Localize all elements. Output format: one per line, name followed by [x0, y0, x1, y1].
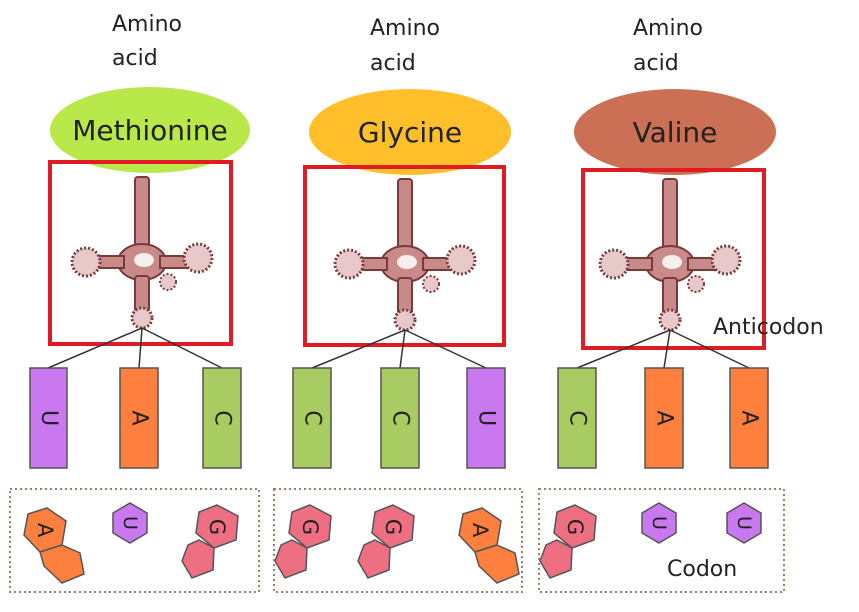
- amino-acid-name: Methionine: [72, 114, 228, 147]
- codon-base: G: [357, 504, 415, 579]
- svg-text:U: U: [474, 410, 499, 426]
- anticodon-base: A: [119, 367, 159, 469]
- amino-label-line1: Amino: [112, 12, 182, 37]
- trna-structure-3: [598, 177, 742, 332]
- svg-text:A: A: [33, 523, 57, 538]
- methionine-ellipse: [50, 87, 250, 173]
- codon-base: A: [23, 507, 85, 584]
- anticodon-base: A: [644, 367, 684, 469]
- amino-acid-name: Valine: [633, 116, 718, 149]
- svg-text:G: G: [563, 519, 587, 535]
- anticodon-base: A: [729, 367, 769, 469]
- codon-base: U: [641, 502, 677, 544]
- valine-ellipse: [574, 89, 776, 175]
- amino-acid-methionine: Methionine: [50, 87, 250, 173]
- anticodon-base: C: [292, 367, 332, 469]
- anticodon-base: U: [29, 367, 68, 469]
- codon-label: Codon: [667, 557, 737, 582]
- codon-base: G: [539, 504, 597, 579]
- codon-box-3: [538, 488, 785, 593]
- amino-acid-header-1: Amino acid: [112, 12, 182, 71]
- amino-acid-header-2: Amino acid: [370, 16, 440, 76]
- trna-structure-2: [333, 177, 477, 332]
- trna-structure-1: [70, 175, 214, 330]
- codon-base: U: [726, 502, 762, 544]
- svg-text:A: A: [127, 410, 152, 425]
- amino-label-line2: acid: [370, 51, 416, 76]
- amino-label-line1: Amino: [370, 16, 440, 41]
- svg-text:U: U: [36, 410, 61, 426]
- amino-label-line1: Amino: [633, 16, 703, 41]
- codon-base: G: [181, 504, 239, 579]
- anticodon-base: C: [202, 367, 242, 469]
- amino-acid-glycine: Glycine: [309, 89, 511, 175]
- svg-text:G: G: [205, 519, 229, 535]
- svg-text:U: U: [733, 516, 755, 530]
- anticodon-base: C: [557, 367, 597, 469]
- codon-base: U: [112, 502, 148, 544]
- amino-acid-valine: Valine: [574, 89, 776, 175]
- anticodon-bases: U A C C C U C A: [29, 367, 769, 469]
- anticodon-label: Anticodon: [713, 315, 824, 340]
- svg-text:C: C: [300, 410, 325, 425]
- anticodon-connectors: [47, 327, 750, 369]
- svg-text:U: U: [119, 516, 141, 530]
- svg-text:C: C: [565, 410, 590, 425]
- codon-box-2: [273, 488, 523, 593]
- svg-text:A: A: [737, 410, 762, 425]
- amino-acid-header-3: Amino acid: [633, 16, 703, 76]
- svg-text:A: A: [468, 523, 492, 538]
- amino-label-line2: acid: [112, 46, 158, 71]
- svg-text:C: C: [210, 410, 235, 425]
- codon-base: A: [458, 507, 520, 584]
- codon-box-1: [9, 488, 260, 593]
- svg-text:G: G: [381, 519, 405, 535]
- amino-acid-name: Glycine: [358, 116, 462, 149]
- svg-text:G: G: [298, 519, 322, 535]
- codon-base: G: [274, 504, 332, 579]
- trna-highlight-box-2: [303, 165, 506, 347]
- anticodon-base: U: [466, 367, 506, 469]
- svg-text:C: C: [388, 410, 413, 425]
- svg-text:A: A: [652, 410, 677, 425]
- amino-label-line2: acid: [633, 51, 679, 76]
- trna-highlight-box-3: [581, 168, 766, 350]
- glycine-ellipse: [309, 89, 511, 175]
- anticodon-base: C: [380, 367, 420, 469]
- svg-text:U: U: [648, 516, 670, 530]
